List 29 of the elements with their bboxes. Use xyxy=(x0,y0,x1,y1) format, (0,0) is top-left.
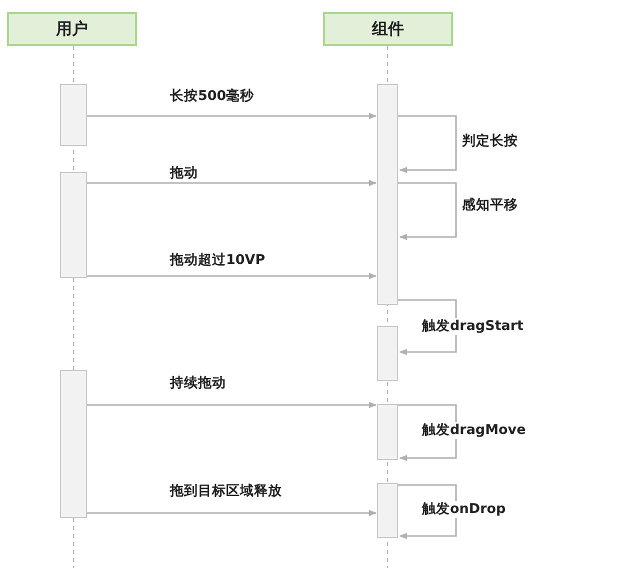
edge-label: 判定长按 xyxy=(462,133,518,150)
edge-label: 持续拖动 xyxy=(170,375,226,392)
participant-box: 用户 xyxy=(7,12,137,46)
activation-bar xyxy=(377,84,398,305)
activation-bar xyxy=(377,404,398,460)
message-arrow xyxy=(398,299,457,356)
edge-label: 拖到目标区域释放 xyxy=(170,483,282,500)
message-arrow xyxy=(87,180,377,186)
edge-label: 触发onDrop xyxy=(422,501,506,518)
message-arrow xyxy=(87,272,377,280)
edge-label: 感知平移 xyxy=(462,197,518,214)
message-arrow xyxy=(398,484,457,540)
message-arrow xyxy=(398,404,457,462)
activation-bar xyxy=(377,326,398,381)
activation-bar xyxy=(60,84,87,146)
participant-box: 组件 xyxy=(323,12,453,46)
message-arrow xyxy=(87,510,377,516)
message-arrow xyxy=(398,182,457,240)
edge-label: 拖动超过10VP xyxy=(170,252,266,269)
edge-label: 长按500毫秒 xyxy=(170,88,254,105)
activation-bar xyxy=(60,370,87,518)
edge-label: 触发dragStart xyxy=(422,318,524,335)
message-arrow xyxy=(87,402,377,408)
message-arrow xyxy=(87,112,377,120)
activation-bar xyxy=(377,483,398,538)
edge-label: 拖动 xyxy=(170,165,198,182)
edge-label: 触发dragMove xyxy=(422,422,526,439)
activation-bar xyxy=(60,172,87,278)
message-arrow xyxy=(398,115,457,174)
